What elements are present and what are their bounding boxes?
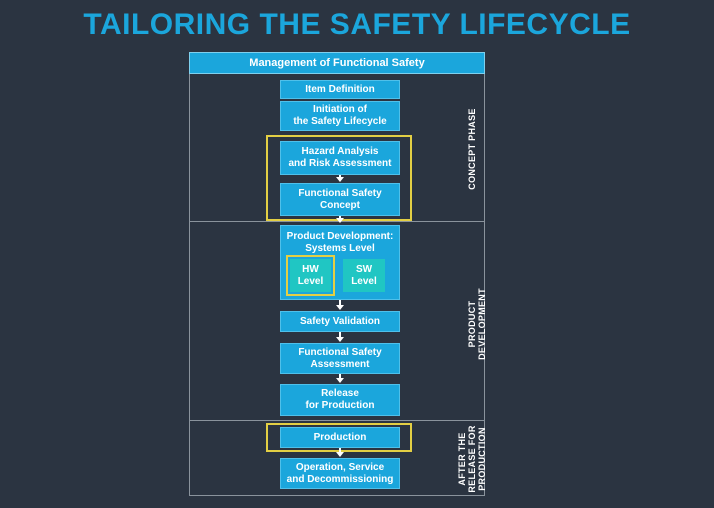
after-release-label: AFTER THE RELEASE FOR PRODUCTION (457, 425, 487, 493)
page-title: TAILORING THE SAFETY LIFECYCLE (83, 8, 631, 41)
concept-phase-label: CONCEPT PHASE (467, 108, 477, 190)
phase-divider-development (189, 420, 485, 421)
sw-level-box: SW Level (343, 259, 385, 292)
item-definition-box: Item Definition (280, 80, 400, 99)
product-development-box: Product Development: Systems Level HW Le… (280, 225, 400, 300)
arrow-development-to-validation (336, 300, 344, 310)
safety-validation-box: Safety Validation (280, 311, 400, 332)
product-development-label-vertical: PRODUCT DEVELOPMENT (467, 288, 487, 360)
production-box: Production (280, 427, 400, 448)
hazard-analysis-box: Hazard Analysis and Risk Assessment (280, 141, 400, 175)
hw-highlight (286, 255, 335, 296)
arrow-assessment-to-release (336, 374, 344, 383)
management-header: Management of Functional Safety (189, 52, 485, 74)
arrow-production-to-operation (336, 448, 344, 457)
initiation-box: Initiation of the Safety Lifecycle (280, 101, 400, 131)
product-development-label: Product Development: Systems Level (286, 231, 394, 254)
arrow-concept-to-development (336, 216, 344, 223)
arrow-validation-to-assessment (336, 332, 344, 342)
fs-assessment-box: Functional Safety Assessment (280, 343, 400, 374)
hw-level-box: HW Level (290, 259, 331, 292)
release-box: Release for Production (280, 384, 400, 416)
arrow-hazard-to-concept (336, 175, 344, 182)
fs-concept-box: Functional Safety Concept (280, 183, 400, 216)
operation-box: Operation, Service and Decommissioning (280, 458, 400, 489)
